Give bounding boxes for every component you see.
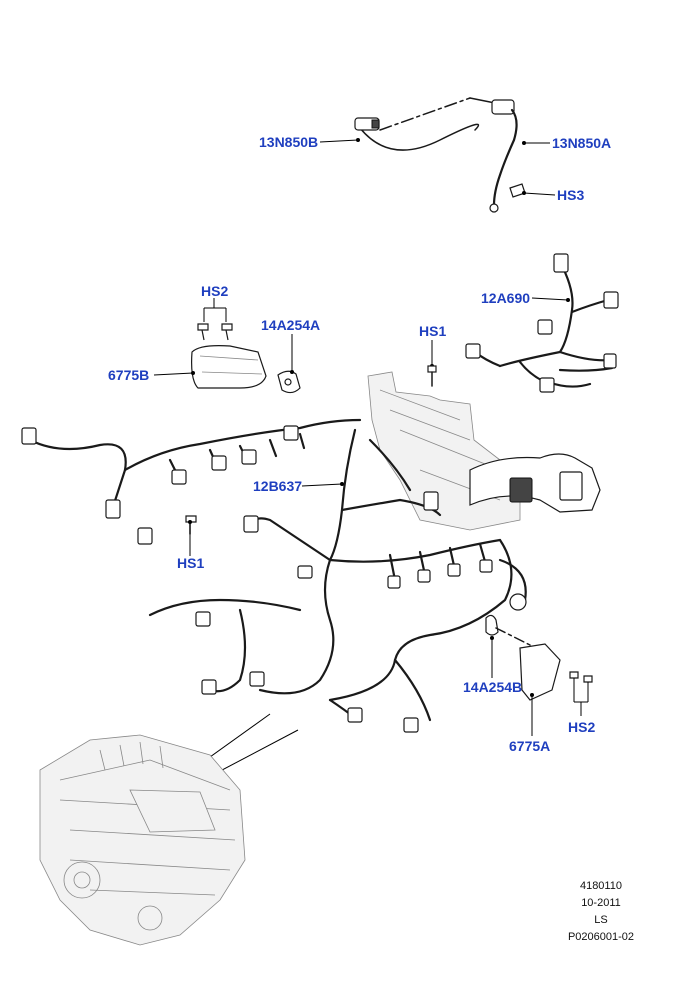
reference-code: LS	[594, 914, 608, 926]
callout-13N850B: 13N850B	[259, 134, 318, 150]
harness-12A690	[465, 253, 619, 393]
callout-12B637: 12B637	[253, 478, 302, 494]
callout-14A254B: 14A254B	[463, 679, 522, 695]
callout-14A254A: 14A254A	[261, 317, 320, 333]
callout-13N850A: 13N850A	[552, 135, 611, 151]
bracket-14A254B	[485, 614, 499, 636]
callout-6775A: 6775A	[509, 738, 550, 754]
callout-HS1-left: HS1	[177, 555, 204, 571]
callout-HS2-top: HS2	[201, 283, 228, 299]
callout-HS2-bottom: HS2	[568, 719, 595, 735]
ring-terminal	[489, 203, 499, 213]
drawing-reference-block: 4180110 10-2011 LS P0206001-02	[568, 878, 634, 946]
bolt-HS1-left	[185, 515, 197, 556]
connector-12A690-top	[553, 253, 569, 273]
reference-date: 10-2011	[581, 897, 621, 909]
reference-number: 4180110	[579, 880, 622, 892]
shield-6775A-assembly	[485, 614, 593, 736]
screws-HS2-bottom	[569, 671, 593, 683]
callout-12A690: 12A690	[481, 290, 530, 306]
callout-labels: 13N850B 13N850A HS3 HS2 14A254A 6775B HS…	[108, 134, 611, 754]
shield-6775B-assembly	[153, 298, 301, 394]
callout-HS3: HS3	[557, 187, 584, 203]
engine-locator-sketch	[39, 713, 299, 946]
callout-6775B: 6775B	[108, 367, 149, 383]
heat-shield-6775B	[191, 345, 267, 389]
screw-HS2-top-left	[197, 323, 209, 341]
screw-HS2-top-right	[221, 323, 233, 341]
heat-shield-6775A	[519, 643, 561, 701]
screw-HS3	[509, 183, 526, 198]
callout-HS1-top: HS1	[419, 323, 446, 339]
cable-13N850-assembly	[319, 97, 556, 213]
connector-13N850A	[491, 99, 515, 115]
main-harness-12B637	[21, 371, 601, 733]
reference-part-id: P0206001-02	[567, 931, 634, 943]
bolt-HS1-top	[427, 340, 437, 387]
